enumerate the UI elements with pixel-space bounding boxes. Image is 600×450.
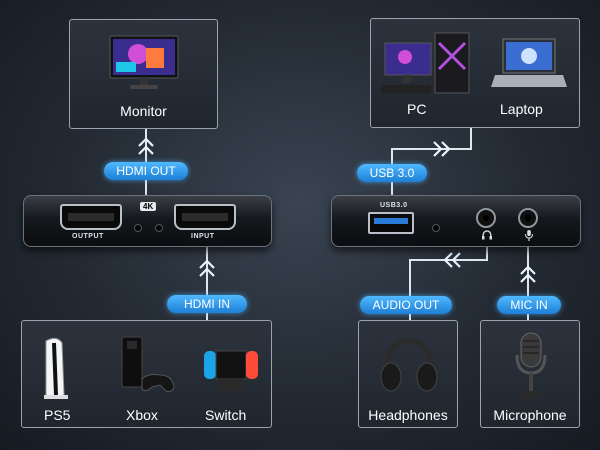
- 4k-badge: 4K: [140, 202, 157, 211]
- pc-laptop-box: PC Laptop: [370, 18, 580, 128]
- headphones-label: Headphones: [368, 407, 448, 423]
- audio-out-badge: AUDIO OUT: [360, 296, 452, 314]
- output-port-label: OUTPUT: [72, 233, 104, 240]
- line-usb-h: [391, 148, 471, 150]
- hdmi-in-badge: HDMI IN: [167, 295, 247, 313]
- pc-label: PC: [407, 101, 427, 117]
- status-led: [432, 224, 440, 232]
- ps5-label: PS5: [44, 407, 71, 423]
- hdmi-out-badge: HDMI OUT: [104, 162, 188, 180]
- line-audio-v1: [486, 244, 488, 261]
- headphones-icon: [380, 337, 438, 392]
- laptop-icon: [491, 38, 567, 87]
- switch-icon: [204, 350, 258, 391]
- status-led: [134, 224, 142, 232]
- mic-in-badge: MIC IN: [497, 296, 561, 314]
- capture-device-hdmi: OUTPUT 4K INPUT: [23, 195, 272, 247]
- monitor-label: Monitor: [120, 103, 167, 119]
- microphone-box: Microphone: [480, 320, 580, 428]
- monitor-icon: [109, 35, 179, 89]
- audio-out-jack[interactable]: [476, 208, 496, 228]
- consoles-box: PS5 Xbox Switch: [21, 320, 272, 428]
- line-hdmi-in: [206, 244, 208, 322]
- hdmi-input-port[interactable]: [174, 204, 236, 230]
- usb-port[interactable]: [368, 212, 414, 234]
- laptop-label: Laptop: [500, 101, 543, 117]
- input-port-label: INPUT: [191, 233, 215, 240]
- capture-device-usb: USB3.0: [331, 195, 581, 247]
- switch-label: Switch: [205, 407, 247, 423]
- ps5-icon: [44, 337, 68, 399]
- line-usb-up: [470, 128, 472, 150]
- arrow-up-icon: [199, 259, 215, 277]
- xbox-icon: [121, 336, 175, 392]
- line-mic: [527, 244, 529, 322]
- mic-in-jack[interactable]: [518, 208, 538, 228]
- monitor-box: Monitor: [69, 19, 218, 129]
- arrow-up-icon: [520, 265, 536, 283]
- arrow-left-icon: [443, 252, 461, 268]
- microphone-icon: [515, 332, 547, 399]
- xbox-label: Xbox: [126, 407, 158, 423]
- pc-icon: [381, 32, 470, 94]
- hdmi-output-port[interactable]: [60, 204, 122, 230]
- mic-icon: [525, 230, 533, 241]
- status-led: [155, 224, 163, 232]
- headphones-box: Headphones: [358, 320, 458, 428]
- microphone-label: Microphone: [493, 407, 567, 423]
- usb-badge: USB 3.0: [357, 164, 427, 182]
- arrow-up-icon: [138, 137, 154, 155]
- headphone-icon: [482, 230, 492, 240]
- arrow-right-icon: [433, 141, 451, 157]
- line-audio-h: [409, 259, 488, 261]
- usb-port-label: USB3.0: [380, 202, 408, 209]
- line-audio-v2: [409, 259, 411, 321]
